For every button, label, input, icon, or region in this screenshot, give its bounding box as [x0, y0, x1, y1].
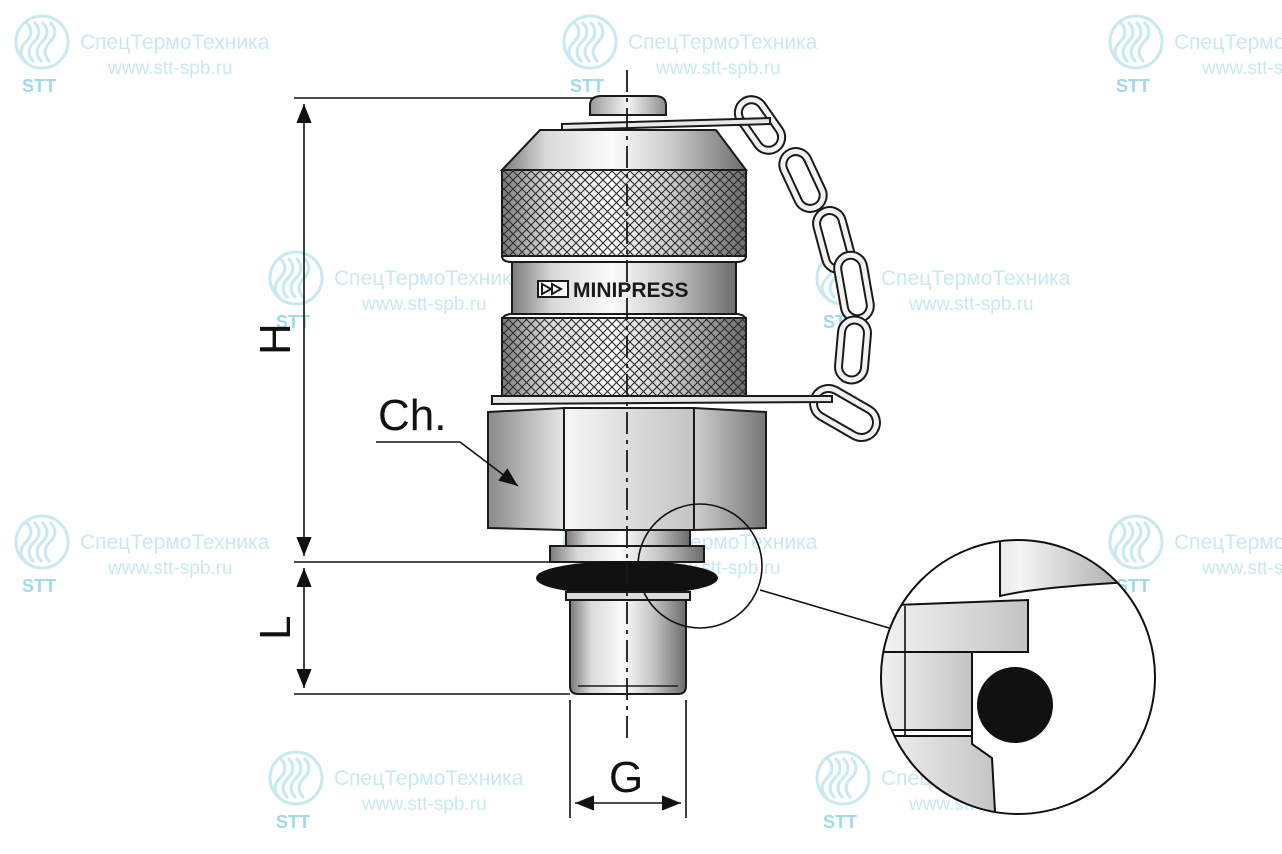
watermark-url: www.stt-spb.ru	[107, 558, 233, 579]
watermark-company-name: СпецТермоТехника	[334, 267, 524, 290]
watermark: STT СпецТермоТехника www.stt-spb.ru	[268, 750, 524, 832]
watermark-company-name: СпецТермоТехника	[1174, 531, 1282, 554]
watermark: STT СпецТермоТехника www.stt-spb.ru	[1108, 14, 1282, 96]
minipress-logo: MINIPRESS	[537, 279, 689, 302]
stt-logo-icon	[14, 514, 70, 570]
thread-dimension-label: G	[609, 753, 643, 802]
watermark-url: www.stt-spb.ru	[1201, 558, 1282, 579]
stt-logo-icon	[14, 14, 70, 70]
watermark-company-name: СпецТермоТехника	[881, 267, 1071, 290]
brand-label: MINIPRESS	[573, 279, 689, 302]
watermark-badge: STT	[22, 76, 56, 96]
watermark-company-name: СпецТермоТехника	[1174, 31, 1282, 54]
watermark-badge: STT	[276, 812, 310, 832]
watermark-company-name: СпецТермоТехника	[80, 31, 270, 54]
watermark-url: www.stt-spb.ru	[655, 58, 781, 79]
wrench-size-label: Ch.	[378, 391, 446, 440]
watermark: STT СпецТермоТехника www.stt-spb.ru	[14, 514, 270, 596]
watermark-url: www.stt-spb.ru	[908, 294, 1034, 315]
watermark-company-name: СпецТермоТехника	[80, 531, 270, 554]
watermark-badge: STT	[22, 576, 56, 596]
watermark-url: www.stt-spb.ru	[1201, 58, 1282, 79]
watermark: STT СпецТермоТехника www.stt-spb.ru	[562, 14, 818, 96]
watermark-url: www.stt-spb.ru	[361, 294, 487, 315]
watermark: STT СпецТермоТехника www.stt-spb.ru	[14, 14, 270, 96]
watermark-url: www.stt-spb.ru	[361, 794, 487, 815]
watermark-badge: STT	[823, 812, 857, 832]
watermark-badge: STT	[1116, 76, 1150, 96]
watermark-company-name: СпецТермоТехника	[334, 767, 524, 790]
watermark-badge: STT	[570, 76, 604, 96]
watermark-url: www.stt-spb.ru	[107, 58, 233, 79]
stt-logo-icon	[1108, 514, 1164, 570]
length-dimension-label: L	[251, 616, 300, 640]
stt-logo-icon	[562, 14, 618, 70]
stt-logo-icon	[268, 250, 324, 306]
retaining-chain	[733, 95, 881, 442]
fitting-body	[487, 95, 833, 695]
stt-logo-icon	[268, 750, 324, 806]
height-dimension-label: H	[251, 323, 300, 355]
stt-logo-icon	[1108, 14, 1164, 70]
stt-logo-icon	[815, 750, 871, 806]
watermark-company-name: СпецТермоТехника	[628, 31, 818, 54]
dimension-lines	[294, 97, 687, 818]
